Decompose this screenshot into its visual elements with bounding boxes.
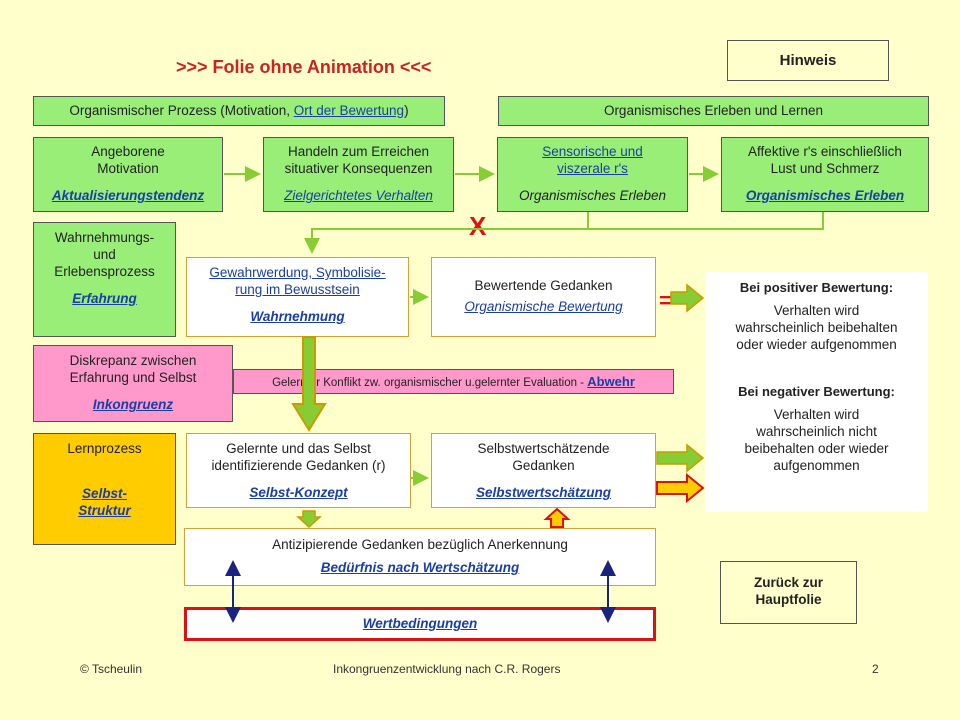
abwehr-link[interactable]: Abwehr xyxy=(587,374,635,389)
feedback-line-2 xyxy=(588,212,824,230)
text-line: Diskrepanz zwischen xyxy=(69,353,197,368)
positive-heading: Bei positiver Bewertung: xyxy=(739,280,894,295)
footer-author: © Tscheulin xyxy=(80,662,142,676)
box-gewahrwerdung: Gewahrwerdung, Symbolisie- rung im Bewus… xyxy=(186,257,409,337)
feedback-line-1 xyxy=(304,212,589,254)
hinweis-label: Hinweis xyxy=(779,52,837,69)
box-wertbedingungen: Wertbedingungen xyxy=(184,607,656,641)
selbstwertschaetzung-link[interactable]: Selbstwertschätzung xyxy=(475,485,612,500)
footer-title: Inkongruenzentwicklung nach C.R. Rogers xyxy=(333,662,561,676)
header-organismic-process: Organismischer Prozess (Motivation, Ort … xyxy=(33,96,445,126)
text-line: Handeln zum Erreichen xyxy=(287,144,430,159)
text-line: Affektive r's einschließlich xyxy=(748,144,902,159)
text-line: Gelernte und das Selbst xyxy=(226,441,371,456)
slide-title: >>> Folie ohne Animation <<< xyxy=(176,57,432,77)
zurueck-button[interactable]: Zurück zur Hauptfolie xyxy=(720,561,857,624)
organismische-bewertung-link[interactable]: Organismische Bewertung xyxy=(464,299,623,314)
ort-der-bewertung-link[interactable]: Ort der Bewertung xyxy=(293,103,405,118)
box-affektive: Affektive r's einschließlich Lust und Sc… xyxy=(721,137,929,212)
text-line: Lernprozess xyxy=(67,441,142,456)
selbst-konzept-link[interactable]: Selbst-Konzept xyxy=(249,485,348,500)
text-line: situativer Konsequenzen xyxy=(284,161,433,176)
zurueck-label: Zurück zur xyxy=(753,575,823,590)
selbst-struktur-link[interactable]: Selbst- xyxy=(81,486,127,501)
text-line: Gedanken xyxy=(512,458,575,473)
header-right-text: Organismisches Erleben und Lernen xyxy=(603,103,824,118)
footer-page-number: 2 xyxy=(872,662,879,676)
hinweis-button[interactable]: Hinweis xyxy=(727,40,889,81)
box-lernprozess: Lernprozess Selbst- Struktur xyxy=(33,433,176,545)
text-line: Organismisches Erleben xyxy=(518,188,667,203)
box-gelernte: Gelernte und das Selbst identifizierende… xyxy=(186,433,411,508)
header-left-close: ) xyxy=(404,103,409,118)
zielgerichtetes-verhalten-link[interactable]: Zielgerichtetes Verhalten xyxy=(284,188,433,203)
text-line: Verhalten wird xyxy=(773,303,860,318)
wertbedingungen-link[interactable]: Wertbedingungen xyxy=(362,616,478,631)
header-organismic-experience: Organismisches Erleben und Lernen xyxy=(498,96,929,126)
zurueck-label-2: Hauptfolie xyxy=(755,592,822,607)
header-left-text: Organismischer Prozess (Motivation, xyxy=(69,103,294,118)
big-arrow-to-negative xyxy=(656,472,705,504)
box-selbstwert: Selbstwertschätzende Gedanken Selbstwert… xyxy=(431,433,656,508)
equals-mark: = xyxy=(659,288,672,313)
organismisches-erleben-link[interactable]: Organismisches Erleben xyxy=(745,188,905,203)
text-line: Lust und Schmerz xyxy=(770,161,880,176)
text-line: Motivation xyxy=(97,161,159,176)
gewahrwerdung-link[interactable]: Gewahrwerdung, Symbolisie- xyxy=(209,265,386,280)
inkongruenz-link[interactable]: Inkongruenz xyxy=(92,397,174,412)
box-sensorische: Sensorische und viszerale r's Organismis… xyxy=(497,137,688,212)
text-line: Erlebensprozess xyxy=(54,264,155,279)
text-line: Antizipierende Gedanken bezüglich Anerke… xyxy=(272,537,568,552)
text-line: Erfahrung und Selbst xyxy=(69,370,197,385)
small-arrow-up xyxy=(543,507,571,528)
viszerale-link[interactable]: viszerale r's xyxy=(557,161,628,176)
sensorische-link[interactable]: Sensorische und xyxy=(542,144,643,159)
big-arrow-positive xyxy=(670,283,705,313)
box-diskrepanz: Diskrepanz zwischen Erfahrung und Selbst… xyxy=(33,345,233,422)
text-line: beibehalten oder wieder xyxy=(744,441,889,456)
box-angeborene-motivation: Angeborene Motivation Aktualisierungsten… xyxy=(33,137,223,212)
selbst-struktur-link-2[interactable]: Struktur xyxy=(78,503,131,518)
text-line: wahrscheinlich nicht xyxy=(756,424,877,439)
konflikt-text: Gelernter Konflikt zw. organismischer u.… xyxy=(272,377,588,389)
text-line: identifizierende Gedanken (r) xyxy=(211,458,386,473)
big-arrow-to-positive xyxy=(656,443,705,473)
text-line: und xyxy=(93,247,116,262)
box-antizipierende: Antizipierende Gedanken bezüglich Anerke… xyxy=(184,528,656,586)
small-arrow-down xyxy=(296,510,322,529)
text-line: Wahrnehmungs- xyxy=(54,230,155,245)
text-line: Selbstwertschätzende xyxy=(477,441,610,456)
text-line: Angeborene xyxy=(91,144,165,159)
text-line: Verhalten wird xyxy=(773,407,860,422)
big-arrow-down xyxy=(291,336,327,432)
text-line: Bewertende Gedanken xyxy=(474,278,613,293)
text-line: oder wieder aufgenommen xyxy=(736,337,897,352)
box-wahrnehmungs: Wahrnehmungs- und Erlebensprozess Erfahr… xyxy=(33,222,176,337)
right-panel: Bei positiver Bewertung: Verhalten wird … xyxy=(705,272,928,512)
aktualisierungstendenz-link[interactable]: Aktualisierungstendenz xyxy=(51,188,205,203)
beduerfnis-link[interactable]: Bedürfnis nach Wertschätzung xyxy=(320,560,520,575)
x-mark: X xyxy=(469,211,487,241)
text-line: aufgenommen xyxy=(773,458,860,473)
erfahrung-link[interactable]: Erfahrung xyxy=(72,291,137,306)
box-handeln: Handeln zum Erreichen situativer Konsequ… xyxy=(263,137,454,212)
box-bewertende: Bewertende Gedanken Organismische Bewert… xyxy=(431,257,656,337)
text-line: wahrscheinlich beibehalten xyxy=(735,320,898,335)
wahrnehmung-link[interactable]: Wahrnehmung xyxy=(250,309,345,324)
symbolisierung-link[interactable]: rung im Bewusstsein xyxy=(235,282,360,297)
negative-heading: Bei negativer Bewertung: xyxy=(738,384,895,399)
